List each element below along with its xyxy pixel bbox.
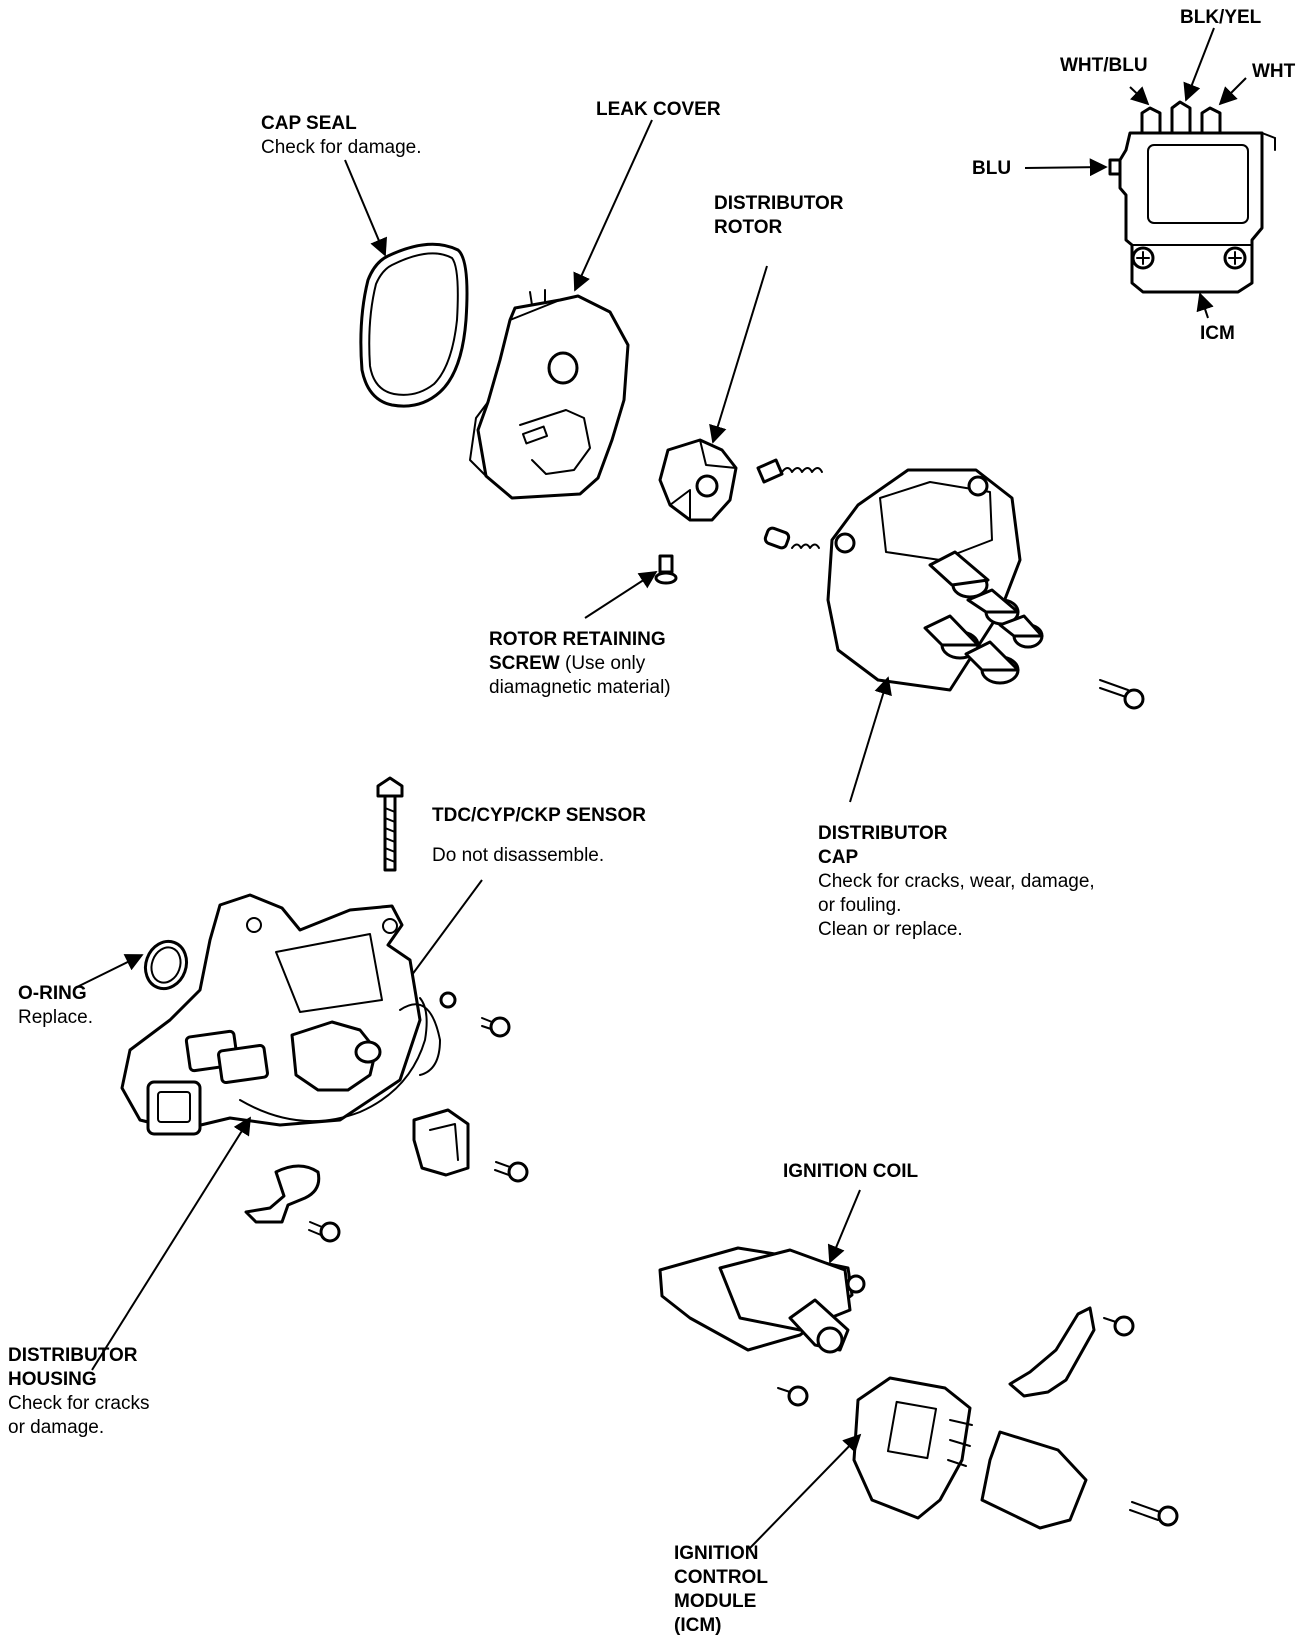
label-blu: BLU [972,158,1012,179]
label-ignition-coil: IGNITION COIL [783,1161,919,1182]
label-tdc-sensor: TDC/CYP/CKP SENSOR Do not disassemble. [432,805,646,866]
distributor-cap-drawing [826,468,1044,692]
label-cap-seal: CAP SEAL Check for damage. [261,113,422,158]
ignition-coil-drawing [658,1246,866,1354]
o-ring-drawing [143,939,189,991]
label-wht: WHT [1252,61,1296,82]
distributor-rotor-drawing [658,438,738,522]
label-distributor-housing: DISTRIBUTOR HOUSING Check for cracks or … [8,1345,150,1438]
leak-cover-drawing [469,289,630,500]
housing-small-parts [244,1016,529,1243]
label-distributor-rotor: DISTRIBUTOR ROTOR [714,193,844,238]
sensor-bolt [376,776,404,872]
label-icm: ICM [1200,323,1235,344]
label-leak-cover: LEAK COVER [596,99,721,120]
rotor-retaining-screw-drawing [654,554,678,585]
label-rotor-retaining-screw: ROTOR RETAINING SCREW (Use only diamagne… [489,629,671,698]
distributor-housing-drawing [120,893,457,1136]
icm-assembly-drawing [777,1306,1179,1530]
label-blk-yel: BLK/YEL [1180,7,1262,28]
icm-detail-drawing [1108,100,1276,294]
label-distributor-cap: DISTRIBUTOR CAP Check for cracks, wear, … [818,823,1095,940]
cap-seal-drawing [359,242,469,408]
carbon-brush-and-springs [756,458,823,550]
label-wht-blu: WHT/BLU [1060,55,1148,76]
label-ignition-control-module: IGNITION CONTROL MODULE (ICM) [674,1543,768,1636]
label-o-ring: O-RING Replace. [18,983,93,1028]
cap-bolt [1099,679,1145,710]
